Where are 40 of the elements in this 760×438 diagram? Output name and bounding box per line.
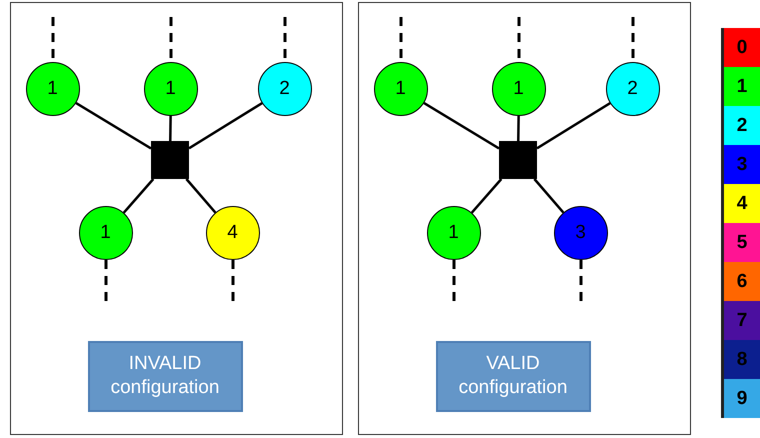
color-node-circle: 2: [258, 62, 312, 116]
status-label-box: VALID configuration: [436, 340, 590, 412]
legend-label: 1: [736, 76, 748, 98]
connector-line: [517, 116, 520, 142]
legend-label: 9: [736, 388, 748, 410]
connector-line: [533, 178, 564, 214]
color-node-circle: 1: [426, 206, 480, 260]
legend-label: 2: [736, 114, 748, 136]
legend-label: 3: [736, 154, 748, 176]
connector-line: [188, 102, 263, 150]
legend-label: 5: [736, 232, 748, 254]
status-label-box: INVALID configuration: [88, 340, 242, 412]
connector-line: [75, 102, 152, 150]
connector-line: [536, 102, 611, 150]
panel-frame: [358, 2, 691, 435]
dashed-line: [452, 260, 456, 303]
legend-label: 4: [736, 192, 748, 214]
connector-line: [470, 178, 502, 214]
legend-label: 6: [736, 270, 748, 292]
connector-line: [185, 178, 216, 214]
dashed-line: [104, 260, 108, 303]
connector-line: [169, 116, 172, 142]
connector-line: [122, 178, 154, 214]
color-node-circle: 2: [606, 62, 660, 116]
color-node-circle: 1: [374, 62, 428, 116]
panel-frame: [10, 2, 343, 435]
factor-square: [498, 140, 536, 178]
connector-line: [423, 102, 500, 150]
legend-label: 7: [736, 310, 748, 332]
color-node-circle: 1: [492, 62, 546, 116]
factor-square: [150, 140, 188, 178]
color-node-circle: 3: [554, 206, 608, 260]
legend-label: 8: [736, 348, 748, 370]
color-node-circle: 1: [78, 206, 132, 260]
color-node-circle: 1: [144, 62, 198, 116]
dashed-line: [232, 260, 234, 303]
dashed-line: [580, 260, 582, 303]
color-node-circle: 1: [26, 62, 80, 116]
legend-label: 0: [736, 36, 748, 58]
color-node-circle: 4: [206, 206, 260, 260]
